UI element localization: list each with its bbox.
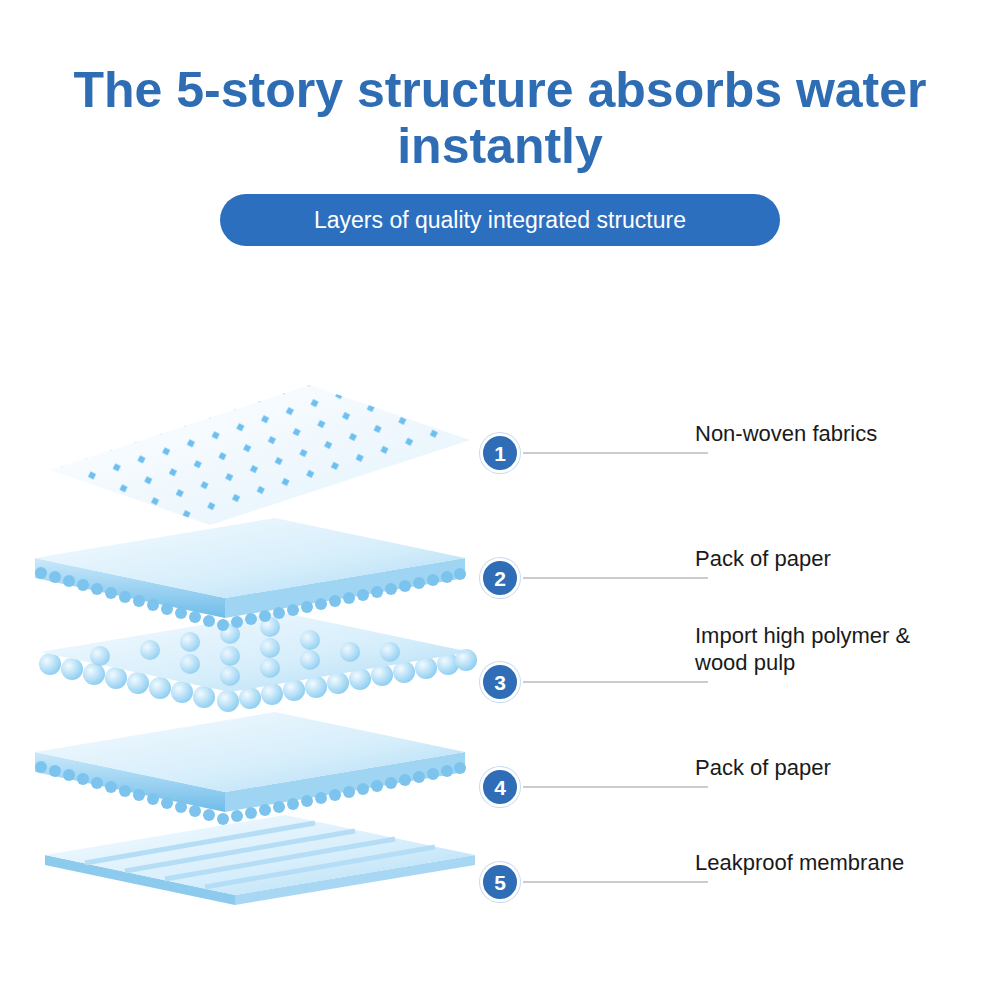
layer-label: Pack of paper bbox=[695, 754, 831, 781]
illustration-part bbox=[260, 638, 280, 658]
illustration-part bbox=[180, 632, 200, 652]
illustration-part bbox=[61, 658, 83, 680]
illustration-part bbox=[105, 667, 127, 689]
illustration-part bbox=[523, 577, 708, 578]
illustration-part bbox=[220, 646, 240, 666]
illustration-part bbox=[261, 683, 283, 705]
illustration-part bbox=[523, 452, 708, 453]
callout-circle: 2 bbox=[480, 558, 520, 598]
illustration-part bbox=[523, 681, 708, 682]
callout-number: 3 bbox=[494, 672, 506, 693]
illustration-part bbox=[180, 654, 200, 674]
illustration-part bbox=[149, 677, 171, 699]
callout-number: 4 bbox=[494, 777, 506, 798]
illustration-part bbox=[217, 690, 239, 712]
illustration-part bbox=[85, 823, 435, 887]
illustration-part bbox=[523, 786, 708, 787]
layer-label: Pack of paper bbox=[695, 545, 831, 572]
illustration-part bbox=[39, 653, 61, 675]
illustration-part bbox=[35, 518, 466, 631]
illustration-part bbox=[50, 385, 470, 525]
illustration-part bbox=[220, 666, 240, 686]
illustration-part bbox=[90, 617, 400, 686]
membrane-layer bbox=[45, 815, 475, 905]
illustration-part bbox=[50, 385, 470, 525]
illustration-part bbox=[260, 658, 280, 678]
polymer-layer bbox=[39, 612, 477, 712]
title-block: The 5-story structure absorbs water inst… bbox=[50, 62, 950, 174]
illustration-part bbox=[127, 672, 149, 694]
illustration-part bbox=[205, 847, 435, 887]
illustration-part bbox=[35, 712, 466, 825]
illustration-part bbox=[300, 630, 320, 650]
callout-circle: 3 bbox=[480, 662, 520, 702]
illustration-part bbox=[239, 687, 261, 709]
illustration-part bbox=[340, 642, 360, 662]
illustration-part bbox=[305, 676, 327, 698]
callout-circle: 5 bbox=[480, 862, 520, 902]
illustration-part bbox=[393, 661, 415, 683]
illustration-part bbox=[380, 642, 400, 662]
illustration-part bbox=[83, 663, 105, 685]
illustration-part bbox=[193, 686, 215, 708]
layer-label: Non-woven fabrics bbox=[695, 420, 877, 447]
leader-lines bbox=[523, 453, 708, 882]
illustration-part bbox=[171, 681, 193, 703]
illustration-part bbox=[90, 646, 110, 666]
callout-circle: 4 bbox=[480, 767, 520, 807]
layer-label: Leakproof membrane bbox=[695, 849, 904, 876]
callout-number: 2 bbox=[494, 568, 506, 589]
illustration-part bbox=[327, 672, 349, 694]
callout-circle: 1 bbox=[480, 433, 520, 473]
nonwoven-sheet bbox=[50, 385, 470, 525]
illustration-part bbox=[523, 881, 708, 882]
layer-label: Import high polymer & wood pulp bbox=[695, 622, 950, 676]
subtitle-text: Layers of quality integrated structure bbox=[314, 207, 686, 234]
callout-number: 5 bbox=[494, 872, 506, 893]
subtitle-pill: Layers of quality integrated structure bbox=[220, 194, 780, 246]
paper-layer bbox=[35, 712, 466, 825]
paper-layer bbox=[35, 518, 466, 631]
illustration-part bbox=[300, 650, 320, 670]
illustration-part bbox=[40, 612, 470, 692]
illustration-part bbox=[140, 640, 160, 660]
callout-number: 1 bbox=[494, 443, 506, 464]
illustration-part bbox=[45, 815, 475, 895]
diagram-title: The 5-story structure absorbs water inst… bbox=[50, 62, 950, 174]
